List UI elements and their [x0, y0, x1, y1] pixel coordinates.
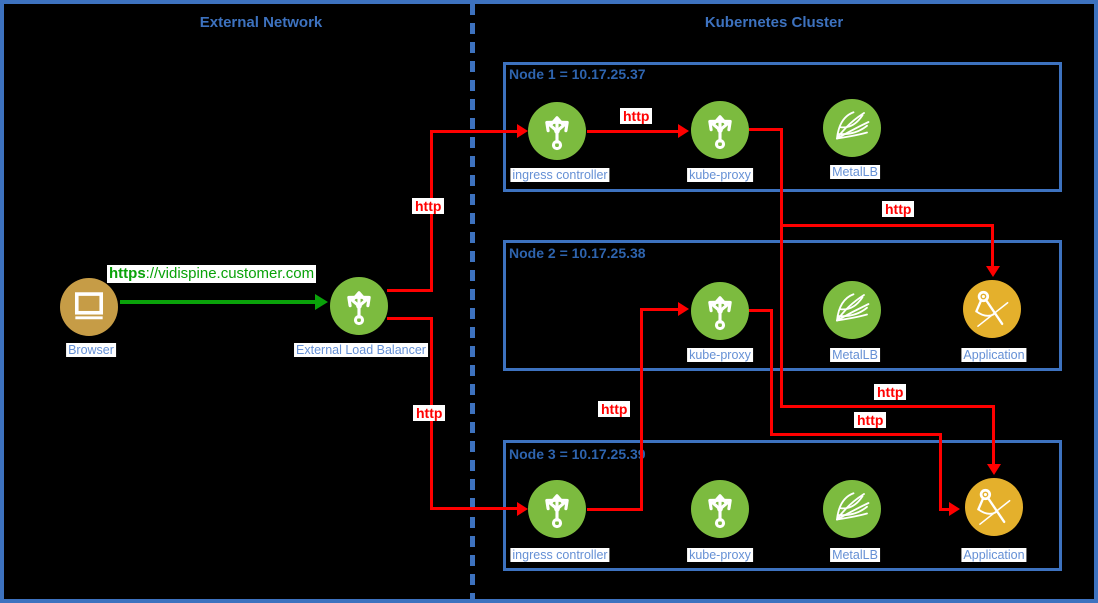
node1-metallb-node — [823, 99, 881, 157]
node1-kube-proxy-node — [691, 101, 749, 159]
node-3-title: Node 3 = 10.17.25.39 — [509, 446, 646, 462]
edge-segment — [433, 507, 518, 510]
edge-segment — [780, 128, 783, 408]
node-2-title: Node 2 = 10.17.25.38 — [509, 245, 646, 261]
node3-application-label: Application — [961, 548, 1027, 562]
edge-segment — [749, 128, 783, 131]
load-balancer-icon — [545, 494, 569, 529]
node2-application-label: Application — [961, 348, 1027, 362]
http-label: http — [413, 405, 446, 421]
monitor-icon — [74, 292, 104, 320]
load-balancer-icon — [708, 494, 732, 529]
compass-icon — [977, 488, 1011, 525]
edge-segment — [387, 289, 433, 292]
external-network-title: External Network — [199, 14, 323, 31]
node1-kube-proxy-label: kube-proxy — [687, 168, 753, 182]
arrowhead — [986, 266, 1000, 277]
edge-segment — [770, 433, 942, 436]
node-1-title: Node 1 = 10.17.25.37 — [509, 66, 646, 82]
load-balancer-icon — [347, 291, 371, 326]
edge-segment — [783, 405, 995, 408]
node1-ingress-controller-label: ingress controller — [510, 168, 610, 182]
http-label: http — [874, 384, 907, 400]
load-balancer-icon — [708, 296, 732, 331]
compass-icon — [975, 290, 1009, 327]
edge-segment — [120, 300, 317, 304]
node2-metallb-node — [823, 281, 881, 339]
node2-metallb-label: MetalLB — [830, 348, 880, 362]
edge-segment — [433, 130, 518, 133]
metallb-icon — [836, 111, 870, 140]
http-label: http — [598, 401, 631, 417]
arrowhead — [949, 502, 960, 516]
edge-segment — [640, 308, 643, 511]
node3-application-node — [965, 478, 1023, 536]
arrowhead — [315, 294, 328, 310]
edge-segment — [992, 405, 995, 465]
node2-kube-proxy-label: kube-proxy — [687, 348, 753, 362]
node2-application-node — [963, 280, 1021, 338]
http-label: http — [620, 108, 653, 124]
browser-label: Browser — [66, 343, 116, 357]
edge-segment — [587, 130, 679, 133]
node3-kube-proxy-label: kube-proxy — [687, 548, 753, 562]
external-load-balancer-label: External Load Balancer — [294, 343, 428, 357]
edge-segment — [939, 508, 950, 511]
http-label: http — [882, 201, 915, 217]
http-label: http — [854, 412, 887, 428]
kubernetes-cluster-title: Kubernetes Cluster — [704, 14, 844, 31]
node3-ingress-controller-label: ingress controller — [510, 548, 610, 562]
node3-metallb-label: MetalLB — [830, 548, 880, 562]
edge-segment — [643, 308, 679, 311]
load-balancer-icon — [545, 116, 569, 151]
edge-segment — [387, 317, 433, 320]
node-3-box — [503, 440, 1062, 571]
arrowhead — [517, 502, 528, 516]
metallb-icon — [836, 492, 870, 521]
edge-segment — [587, 508, 643, 511]
external-load-balancer-node — [330, 277, 388, 335]
arrowhead — [517, 124, 528, 138]
https-rest: ://vidispine.customer.com — [145, 265, 315, 282]
edge-segment — [747, 309, 773, 312]
http-label: http — [412, 198, 445, 214]
metallb-icon — [836, 293, 870, 322]
node3-ingress-controller-node — [528, 480, 586, 538]
arrowhead — [678, 302, 689, 316]
node1-ingress-controller-node — [528, 102, 586, 160]
edge-segment — [770, 309, 773, 436]
load-balancer-icon — [708, 115, 732, 150]
edge-segment — [783, 224, 994, 227]
https-scheme: https — [109, 265, 146, 282]
node1-metallb-label: MetalLB — [830, 165, 880, 179]
edge-segment — [939, 433, 942, 511]
edge-segment — [991, 224, 994, 267]
node2-kube-proxy-node — [691, 282, 749, 340]
node3-metallb-node — [823, 480, 881, 538]
section-divider-dashed-line — [470, 4, 475, 599]
node3-kube-proxy-node — [691, 480, 749, 538]
arrowhead — [987, 464, 1001, 475]
browser-node — [60, 278, 118, 336]
arrowhead — [678, 124, 689, 138]
https-url-label: https://vidispine.customer.com — [107, 265, 317, 283]
